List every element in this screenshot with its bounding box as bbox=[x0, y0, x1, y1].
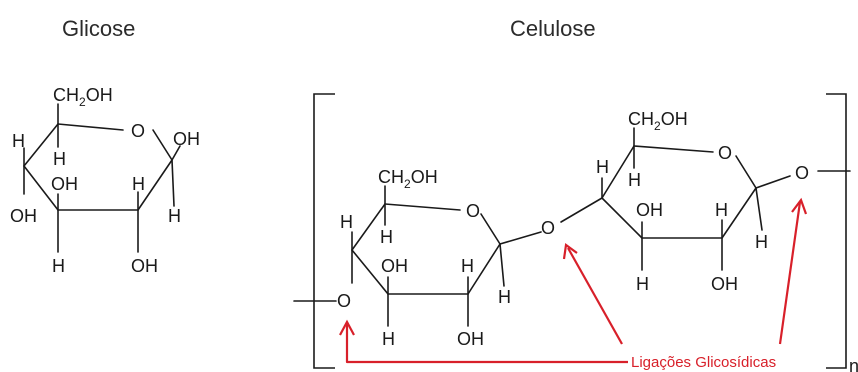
hydroxyl-label: OH bbox=[381, 256, 408, 276]
arrowhead bbox=[791, 197, 808, 215]
glycosidic-oxygen-label: O bbox=[541, 218, 555, 238]
hydrogen-label: H bbox=[498, 287, 511, 307]
ch2oh-label: CH2OH bbox=[628, 109, 688, 133]
ring-oxygen-label: O bbox=[466, 201, 480, 221]
hydroxyl-label: OH bbox=[173, 129, 200, 149]
bond bbox=[633, 145, 714, 153]
hydroxyl-label: OH bbox=[457, 329, 484, 349]
left-bracket bbox=[313, 93, 335, 369]
hydrogen-label: H bbox=[132, 174, 145, 194]
bond bbox=[152, 129, 173, 161]
glucose-molecule: CH2OH O OH H H OH H H OH H OH bbox=[10, 85, 200, 276]
bond bbox=[735, 155, 757, 189]
glycosidic-bonds-label: Ligações Glicosídicas bbox=[631, 354, 776, 371]
hydrogen-label: H bbox=[168, 206, 181, 226]
hydroxyl-label: OH bbox=[636, 200, 663, 220]
bond bbox=[351, 249, 389, 295]
chain-oxygen-label: O bbox=[795, 163, 809, 183]
arrowhead bbox=[339, 319, 355, 336]
hydrogen-label: H bbox=[12, 131, 25, 151]
bond bbox=[467, 243, 501, 295]
hydrogen-label: H bbox=[461, 256, 474, 276]
bond bbox=[23, 165, 59, 211]
bond bbox=[601, 197, 643, 239]
hydrogen-label: H bbox=[382, 329, 395, 349]
bond bbox=[721, 187, 757, 239]
bond bbox=[384, 203, 461, 211]
hydroxyl-label: OH bbox=[131, 256, 158, 276]
bond bbox=[171, 159, 175, 207]
cellulose-molecule: n CH2OH O H H OH H H O H OH O bbox=[293, 93, 858, 372]
hydrogen-label: H bbox=[636, 274, 649, 294]
bond bbox=[171, 145, 181, 161]
hydroxyl-label: OH bbox=[51, 174, 78, 194]
glycosidic-bond-annotation: Ligações Glicosídicas bbox=[339, 197, 808, 371]
bond bbox=[755, 175, 791, 189]
bond bbox=[499, 243, 505, 287]
ch2oh-label: CH2OH bbox=[378, 167, 438, 191]
cellulose-title: Celulose bbox=[510, 16, 596, 41]
ring-oxygen-label: O bbox=[718, 143, 732, 163]
bond bbox=[351, 203, 386, 251]
glucose-title: Glicose bbox=[62, 16, 135, 41]
ch2oh-label: CH2OH bbox=[53, 85, 113, 109]
bond bbox=[137, 159, 173, 211]
hydroxyl-label: OH bbox=[10, 206, 37, 226]
bond bbox=[57, 123, 124, 131]
chain-oxygen-label: O bbox=[337, 291, 351, 311]
hydrogen-label: H bbox=[715, 200, 728, 220]
hydrogen-label: H bbox=[380, 227, 393, 247]
bond bbox=[23, 123, 59, 167]
hydrogen-label: H bbox=[340, 212, 353, 232]
hydrogen-label: H bbox=[596, 157, 609, 177]
bond bbox=[480, 213, 501, 245]
hydrogen-label: H bbox=[52, 256, 65, 276]
ring-oxygen-label: O bbox=[131, 121, 145, 141]
bond bbox=[499, 231, 542, 245]
arrow-to-left-oxygen bbox=[345, 324, 628, 364]
hydroxyl-label: OH bbox=[711, 274, 738, 294]
hydrogen-label: H bbox=[628, 170, 641, 190]
hydrogen-label: H bbox=[53, 149, 66, 169]
arrow-to-glycosidic-oxygen bbox=[567, 247, 623, 345]
bond bbox=[601, 145, 635, 199]
arrow-to-right-oxygen bbox=[778, 201, 802, 345]
bond bbox=[560, 197, 603, 223]
repeat-subscript: n bbox=[849, 356, 858, 372]
arrowhead bbox=[562, 243, 578, 260]
right-bracket bbox=[826, 93, 847, 369]
bond bbox=[755, 187, 763, 231]
hydrogen-label: H bbox=[755, 232, 768, 252]
